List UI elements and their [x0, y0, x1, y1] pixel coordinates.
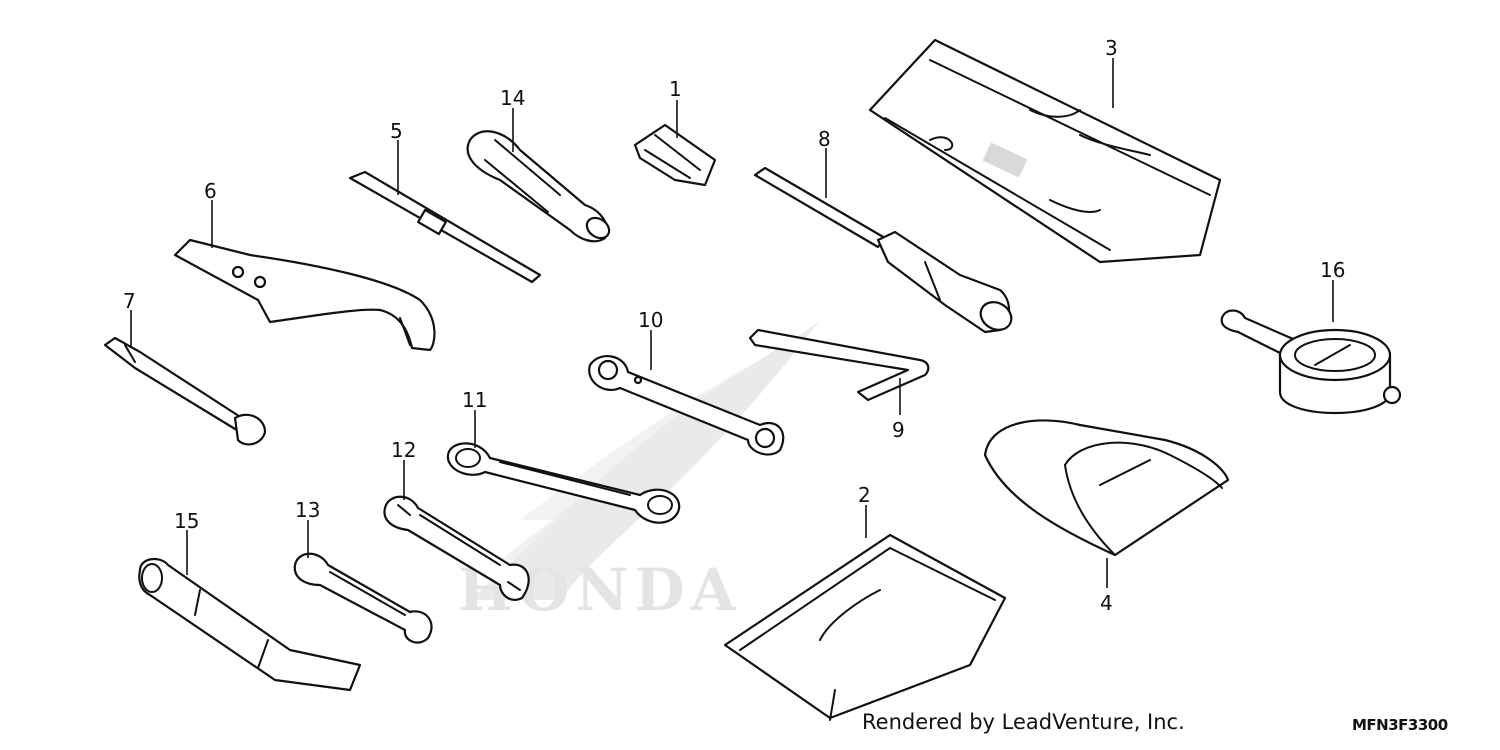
part-10-box-wrench[interactable]	[588, 355, 785, 456]
callout-10[interactable]: 10	[638, 308, 663, 332]
part-15-handle-grip[interactable]	[138, 557, 362, 692]
part-11-double-box-wrench[interactable]	[446, 442, 681, 524]
part-6-pin-spanner[interactable]	[173, 238, 436, 352]
leader-lines	[130, 58, 1334, 588]
part-12-open-end-wrench[interactable]	[383, 495, 530, 601]
callout-11[interactable]: 11	[462, 388, 487, 412]
callout-6[interactable]: 6	[204, 179, 217, 203]
callout-labels: 1 2 3 4 5 6 7 8 9 10 11 12 13 14 15 16	[123, 36, 1345, 615]
callout-9[interactable]: 9	[892, 418, 905, 442]
callout-13[interactable]: 13	[295, 498, 320, 522]
part-4-cloth-pouch[interactable]	[983, 419, 1230, 557]
part-2-flat-pouch[interactable]	[723, 533, 1007, 721]
part-13-small-wrench[interactable]	[293, 552, 433, 644]
render-credit: Rendered by LeadVenture, Inc.	[862, 710, 1185, 734]
callout-2[interactable]: 2	[858, 483, 871, 507]
part-3-tool-bag[interactable]	[868, 38, 1222, 264]
callout-15[interactable]: 15	[174, 509, 199, 533]
callout-7[interactable]: 7	[123, 289, 136, 313]
callout-12[interactable]: 12	[391, 438, 416, 462]
callout-3[interactable]: 3	[1105, 36, 1118, 60]
callout-8[interactable]: 8	[818, 127, 831, 151]
part-5-screwdriver-bit[interactable]	[348, 170, 542, 284]
callout-14[interactable]: 14	[500, 86, 525, 110]
part-14-screwdriver-handle[interactable]	[466, 130, 613, 243]
diagram-code: MFN3F3300	[1352, 716, 1448, 734]
part-8-spark-plug-wrench[interactable]	[753, 166, 1016, 335]
part-7-extension-bar[interactable]	[103, 336, 267, 446]
callout-4[interactable]: 4	[1100, 591, 1113, 615]
callout-5[interactable]: 5	[390, 119, 403, 143]
part-1-fuse-clip[interactable]	[633, 123, 717, 187]
part-16-tire-gauge[interactable]	[1220, 309, 1402, 414]
honda-wing-watermark: HONDA	[458, 320, 820, 624]
callout-1[interactable]: 1	[669, 77, 682, 101]
part-9-hex-key[interactable]	[748, 328, 930, 402]
callout-16[interactable]: 16	[1320, 258, 1345, 282]
